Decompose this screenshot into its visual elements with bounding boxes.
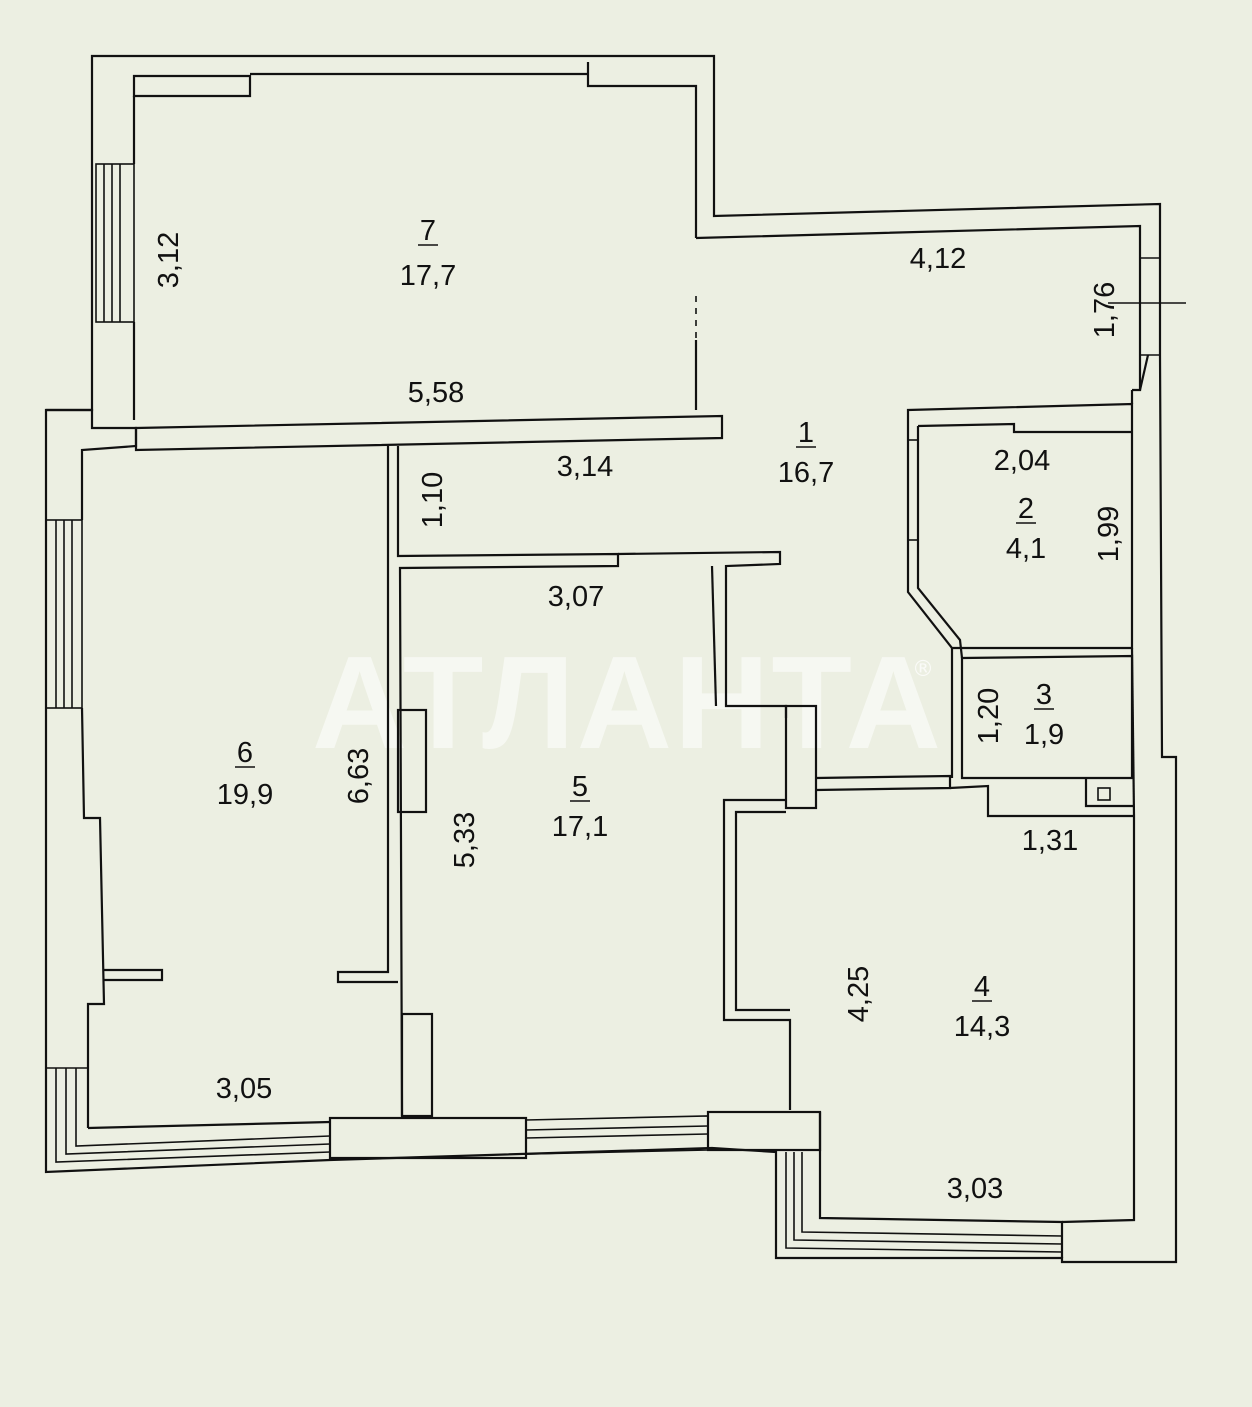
dimension-labels: 3,12 5,58 4,12 1,76 3,14 1,10 2,04 1,99 …	[153, 232, 1125, 1205]
room-1-label: 1 16,7	[778, 417, 834, 489]
dim-r3-width: 1,31	[1022, 825, 1078, 857]
dim-r2-height: 1,99	[1093, 506, 1125, 562]
room-5-label: 5 17,1	[552, 771, 608, 843]
watermark-registered-mark: ®	[912, 657, 934, 682]
dim-r4-bottom: 3,03	[947, 1173, 1003, 1205]
dim-r6-bottom: 3,05	[216, 1073, 272, 1105]
room-number: 2	[1018, 493, 1034, 525]
room-number: 5	[572, 771, 588, 803]
dim-r5-height: 5,33	[449, 812, 481, 868]
room-number: 3	[1036, 679, 1052, 711]
dim-r7-width: 5,58	[408, 377, 464, 409]
room-area: 4,1	[1006, 533, 1046, 565]
dim-corridor-width: 3,14	[557, 451, 613, 483]
dim-r3-height: 1,20	[973, 688, 1005, 744]
room-number: 6	[237, 737, 253, 769]
room-2-label: 2 4,1	[1006, 493, 1046, 565]
dim-r1-right: 1,76	[1089, 282, 1121, 338]
room-number: 1	[798, 417, 814, 449]
room-3-label: 3 1,9	[1024, 679, 1064, 751]
watermark-text: АТЛАНТА	[312, 629, 943, 776]
room-area: 19,9	[217, 779, 273, 811]
interior-walls	[104, 296, 1150, 1118]
room-6-label: 6 19,9	[217, 737, 273, 811]
room-4-label: 4 14,3	[954, 971, 1010, 1043]
dim-r6-height: 6,63	[343, 748, 375, 804]
room-area: 14,3	[954, 1011, 1010, 1043]
room-number: 4	[974, 971, 990, 1003]
dim-r4-height: 4,25	[843, 966, 875, 1022]
room-number: 7	[420, 215, 436, 247]
room-area: 17,7	[400, 260, 456, 292]
dim-corridor-depth: 1,10	[417, 472, 449, 528]
room-labels: 7 17,7 1 16,7 2 4,1 3 1,9 6 19,9 5 17,1	[217, 215, 1064, 1043]
dim-r1-top: 4,12	[910, 243, 966, 275]
exterior-walls	[44, 54, 1186, 1264]
dim-r5-top: 3,07	[548, 581, 604, 613]
dim-r7-height: 3,12	[153, 232, 185, 288]
dim-r2-width: 2,04	[994, 445, 1050, 477]
room-area: 1,9	[1024, 719, 1064, 751]
room-area: 16,7	[778, 457, 834, 489]
room-area: 17,1	[552, 811, 608, 843]
room-7-label: 7 17,7	[400, 215, 456, 292]
